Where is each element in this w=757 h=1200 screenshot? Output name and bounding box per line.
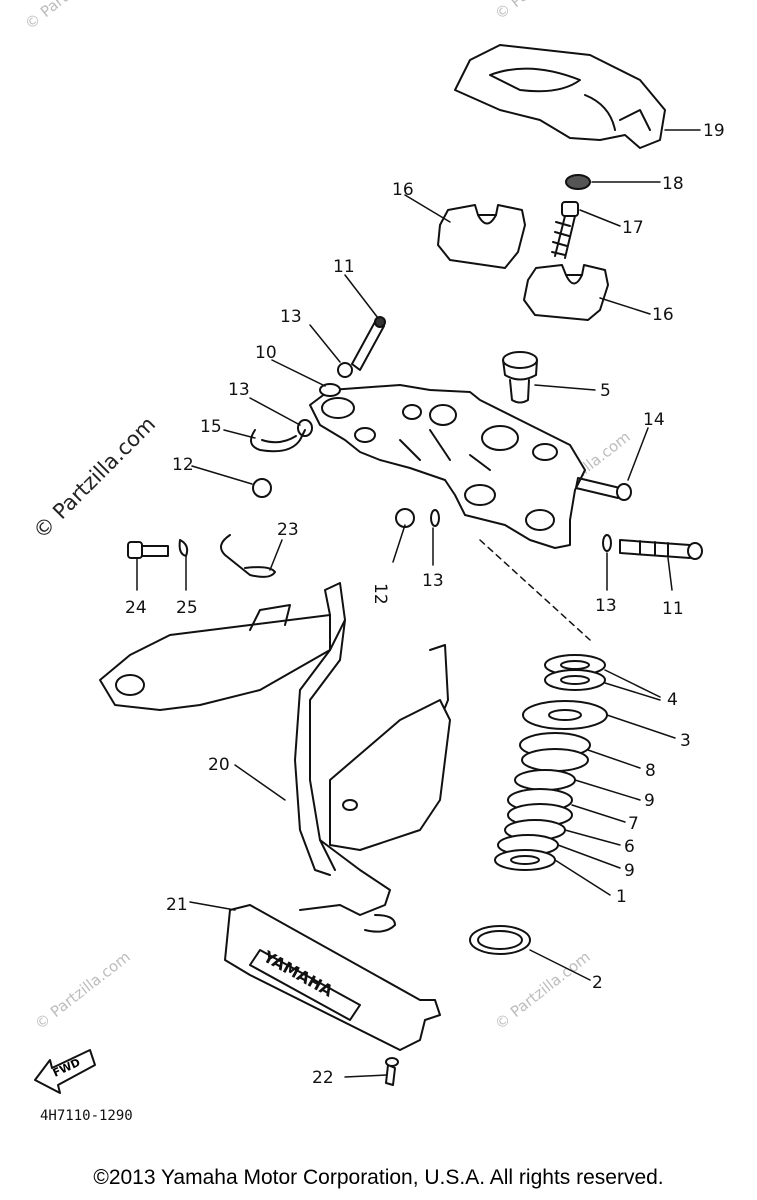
callout-23: 23	[277, 520, 299, 540]
callout-13d: 13	[595, 596, 617, 616]
stem-dashed-line	[479, 539, 591, 641]
part-16-upper-holder-right	[523, 264, 609, 321]
callout-16b: 16	[652, 305, 674, 325]
part-13-washer-upper	[337, 362, 353, 378]
part-17-bolt	[551, 201, 579, 259]
part-8-cover	[519, 732, 591, 772]
part-4-locknuts	[544, 654, 606, 691]
callout-9a: 9	[644, 791, 655, 811]
part-14-bolt	[575, 477, 632, 501]
callout-8: 8	[645, 761, 656, 781]
callout-13b: 13	[228, 380, 250, 400]
callout-3: 3	[680, 731, 691, 751]
callout-12a: 12	[172, 455, 194, 475]
callout-5: 5	[600, 381, 611, 401]
part-10-collar	[319, 383, 341, 397]
part-9-bearing-race-upper	[514, 769, 576, 791]
callout-7: 7	[628, 814, 639, 834]
part-11-bolt-lower	[619, 539, 703, 560]
part-13-washer-middle	[430, 509, 440, 527]
callout-19: 19	[703, 121, 725, 141]
part-23-wire-clip	[220, 534, 276, 578]
watermark-bottom-left: © Partzilla.com	[31, 948, 133, 1033]
part-5-nut	[502, 351, 538, 404]
callout-2: 2	[592, 973, 603, 993]
copyright-notice: ©2013 Yamaha Motor Corporation, U.S.A. A…	[93, 1166, 664, 1189]
part-24-bolt	[127, 541, 169, 559]
part-11-bolt-upper	[351, 316, 386, 371]
callout-25: 25	[176, 598, 198, 618]
callout-17: 17	[622, 218, 644, 238]
callout-22: 22	[312, 1068, 334, 1088]
watermark-main: © Partzilla.com	[29, 412, 161, 544]
callout-13c: 13	[422, 571, 444, 591]
callout-21: 21	[166, 895, 188, 915]
part-21-nameplate-cover	[224, 904, 441, 1051]
callout-11a: 11	[333, 257, 355, 277]
callout-20: 20	[208, 755, 230, 775]
diagram-code: 4H7110-1290	[40, 1108, 133, 1124]
part-13-washer-lower-right	[602, 534, 612, 552]
callout-14: 14	[643, 410, 665, 430]
part-19-handle-cover	[454, 44, 666, 149]
part-12-nut-left	[252, 478, 272, 498]
leader-lines	[136, 129, 701, 1078]
part-16-upper-holder-left	[437, 204, 526, 269]
part-2-grommet	[469, 925, 531, 955]
part-3-washer	[522, 700, 608, 730]
callout-1: 1	[616, 887, 627, 907]
watermark-bottom-right: © Partzilla.com	[491, 948, 593, 1033]
callout-15: 15	[200, 417, 222, 437]
callout-16a: 16	[392, 180, 414, 200]
part-25-washer	[178, 539, 189, 557]
callout-12b: 12	[370, 583, 390, 605]
part-22-screw	[385, 1057, 399, 1086]
part-18-cap	[565, 174, 591, 190]
watermark-top-right: © Partzilla.com	[491, 0, 593, 23]
part-20-steering-column	[99, 582, 451, 933]
callout-6: 6	[624, 837, 635, 857]
fwd-arrow-icon	[34, 1049, 96, 1094]
part-under-bracket	[309, 384, 586, 549]
part-13-washer-left	[297, 419, 313, 437]
callout-24: 24	[125, 598, 147, 618]
part-15-clip	[250, 429, 306, 453]
callout-4: 4	[667, 690, 678, 710]
callout-18: 18	[662, 174, 684, 194]
callout-9b: 9	[624, 861, 635, 881]
callout-11b: 11	[662, 599, 684, 619]
watermark-top-left: © Partzilla.com	[21, 0, 123, 33]
part-1-seal	[494, 849, 556, 871]
callout-10: 10	[255, 343, 277, 363]
callout-13a: 13	[280, 307, 302, 327]
